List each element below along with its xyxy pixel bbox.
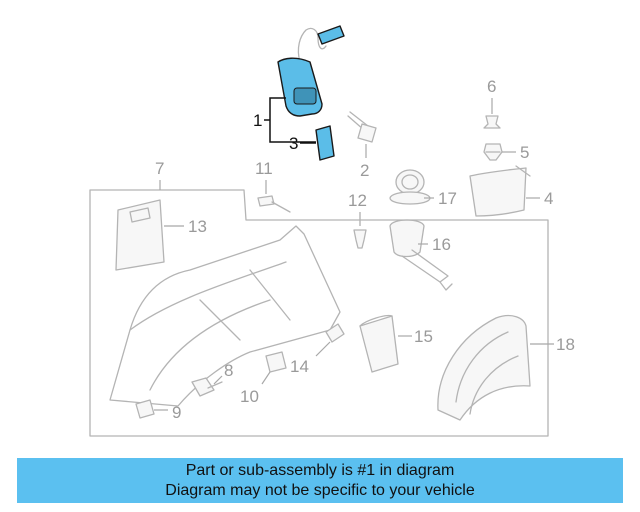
part-1-cable	[297, 27, 327, 63]
part-1-trim-panel	[277, 25, 345, 117]
callout-14: 14	[290, 357, 309, 376]
part-3-trim-clip	[315, 125, 335, 161]
part-13-panel	[115, 199, 165, 271]
part-4-cover	[469, 165, 531, 217]
part-1-connector	[317, 25, 345, 45]
callout-15: 15	[414, 327, 433, 346]
callout-4: 4	[544, 189, 553, 208]
info-banner: Part or sub-assembly is #1 in diagram Di…	[17, 458, 623, 503]
part-2-bolt	[347, 111, 377, 143]
banner-line-1: Part or sub-assembly is #1 in diagram	[185, 462, 455, 479]
part-7-quarter-trim-box	[89, 189, 549, 437]
callout-1: 1	[253, 111, 262, 130]
part-11-screw	[257, 195, 291, 213]
callout-18: 18	[556, 335, 575, 354]
callout-13: 13	[188, 217, 207, 236]
part-5-grommet	[483, 143, 503, 161]
part-17-fuel-door	[389, 169, 431, 205]
callout-12: 12	[348, 191, 367, 210]
part-14-clip	[325, 323, 345, 343]
callout-10: 10	[240, 387, 259, 406]
callout-17: 17	[438, 189, 457, 208]
callout-3: 3	[289, 134, 298, 153]
callout-16: 16	[432, 235, 451, 254]
part-10-bracket	[265, 351, 287, 373]
part-15-block	[359, 314, 399, 373]
parts-diagram: 1 3 2 6 5 4 17 16 12	[89, 25, 575, 437]
callout-7: 7	[155, 159, 164, 178]
callout-9: 9	[172, 403, 181, 422]
callout-8: 8	[224, 361, 233, 380]
part-16-filler-housing	[389, 219, 453, 291]
callout-5: 5	[520, 143, 529, 162]
part-12-pin	[353, 229, 367, 249]
part-6-screw	[483, 115, 501, 129]
part-18-wheelhouse	[437, 314, 531, 421]
part-9-retainer	[135, 399, 155, 419]
callout-2: 2	[360, 161, 369, 180]
callout-11: 11	[255, 159, 273, 178]
part-8-clip	[191, 377, 223, 397]
banner-line-2: Diagram may not be specific to your vehi…	[165, 482, 475, 499]
part-1-panel	[277, 57, 323, 117]
callout-6: 6	[487, 77, 496, 96]
